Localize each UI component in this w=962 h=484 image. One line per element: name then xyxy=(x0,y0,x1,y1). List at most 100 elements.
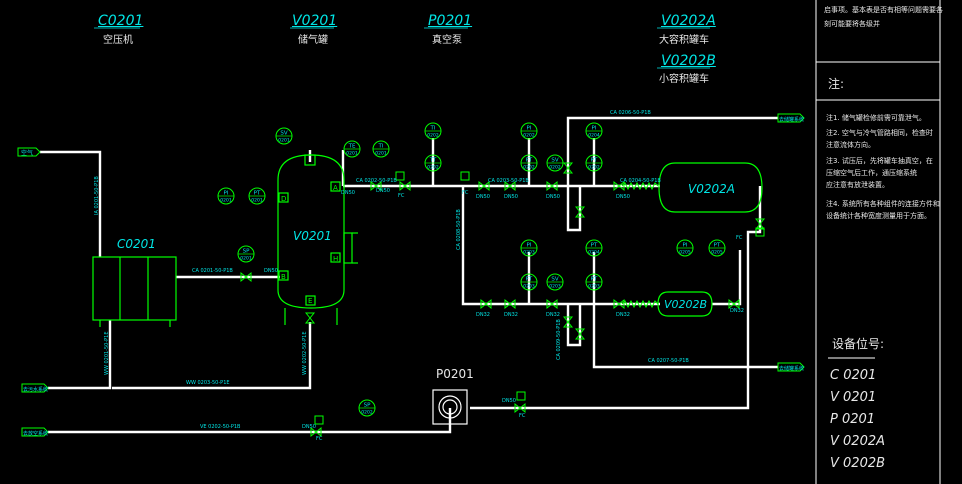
pipe-labels: CA 0201-50-P1B CA 0202-50-P1B CA 0203-50… xyxy=(94,110,689,430)
nozzle-d: D xyxy=(281,195,286,203)
valve-icon xyxy=(613,180,625,192)
valve-icon xyxy=(310,426,322,438)
instrument-number: 0201 xyxy=(375,151,387,157)
fc-label: FC xyxy=(519,413,526,419)
terminal-vent-out: 去放空系统 xyxy=(21,427,49,437)
valve-icon xyxy=(728,298,740,310)
dn-label: DN50 xyxy=(502,398,516,404)
dn-label: DN50 xyxy=(504,194,518,200)
control-valve-actuator-icon xyxy=(755,227,765,237)
instrument-number: 0202 xyxy=(523,165,535,171)
pipe-label-ww0203: WW 0203-50-P1E xyxy=(186,380,230,386)
p0201-header-tag: P0201 xyxy=(428,13,473,29)
pipe-label-ca0207: CA 0207-50-P1B xyxy=(648,358,689,364)
pipe-label-ca0201: CA 0201-50-P1B xyxy=(192,268,233,274)
instrument-number: 0203 xyxy=(523,284,535,290)
dn-label: DN50 xyxy=(546,194,560,200)
instrument-number: 0201 xyxy=(240,256,252,262)
pipe-label-ww0201: WW 0201-50-P1E xyxy=(104,331,110,375)
instrument-number: 0202 xyxy=(427,133,439,139)
p0201-header-name: 真空泵 xyxy=(432,35,462,46)
v0202a-header-name: 大容积罐车 xyxy=(659,35,709,46)
instrument-function: PT xyxy=(591,277,598,283)
svg-text:去污水系统: 去污水系统 xyxy=(23,386,48,393)
compressor-c0201 xyxy=(92,256,177,327)
compressor-label: C0201 xyxy=(117,237,156,251)
svg-text:去放空系统: 去放空系统 xyxy=(23,430,48,437)
equip-item-v0202a: V 0202A xyxy=(830,434,886,449)
nozzle-e: E xyxy=(308,297,312,305)
valve-icon xyxy=(574,328,586,340)
note-line-7: 注4. 系统所有各种组件的连接方件和 xyxy=(826,200,940,208)
side-top-note-1: 启事项。基本表是否有相等问题需要各 xyxy=(824,6,943,14)
instrument-function: SP xyxy=(243,249,250,255)
valve-icon xyxy=(613,298,625,310)
vacuum-pump-p0201 xyxy=(432,389,468,425)
valve-icon xyxy=(240,271,252,283)
instrument-number: 0203 xyxy=(523,250,535,256)
instrument-number: 0202 xyxy=(523,133,535,139)
pump-label: P0201 xyxy=(436,367,474,381)
control-valve-actuator-icon xyxy=(516,391,526,401)
terminals: 空气 去储罐系统 去储罐系统 去污水系统 去放空系统 xyxy=(17,113,805,437)
dn-label: DN50 xyxy=(476,194,490,200)
tanker-v0202a-label: V0202A xyxy=(688,182,735,196)
valve-icon xyxy=(304,312,316,324)
notes-title: 注: xyxy=(828,77,845,91)
dn-label: DN50 xyxy=(341,190,355,196)
valve-icon xyxy=(574,206,586,218)
valve-icon xyxy=(370,180,382,192)
dn-label: DN32 xyxy=(616,312,630,318)
instrument-number: 0204 xyxy=(588,250,600,256)
instrument-number: 0202 xyxy=(588,165,600,171)
note-line-6: 应注意有放泄装置。 xyxy=(826,181,889,189)
valve-icon xyxy=(562,162,574,174)
instrument-function: PI xyxy=(527,126,532,132)
valve-icon xyxy=(399,180,411,192)
instrument-function: FT xyxy=(526,277,533,283)
equip-item-v0202b: V 0202B xyxy=(830,456,886,471)
instrument-function: SV xyxy=(551,277,558,283)
note-line-3: 注意流体方向。 xyxy=(826,141,875,149)
instrument-function: PT xyxy=(591,243,598,249)
instrument-function: PI xyxy=(683,243,688,249)
tanker-v0202b xyxy=(657,291,713,317)
dn-label: DN32 xyxy=(546,312,560,318)
instrument-function: FT xyxy=(526,158,533,164)
dn-label: DN50 xyxy=(302,424,316,430)
nozzle-h: H xyxy=(333,255,338,263)
dn-label: DN32 xyxy=(730,308,744,314)
instrument-number: 0202 xyxy=(427,165,439,171)
valve-icon xyxy=(546,180,558,192)
fc-label: FC xyxy=(316,436,323,442)
instrument-function: SV xyxy=(551,158,558,164)
instrument-function: TT xyxy=(429,158,437,164)
small-labels: DN50 DN50 DN50 DN50 DN50 DN50 DN50 DN32 … xyxy=(264,188,744,442)
tanker-v0202b-label: V0202B xyxy=(664,298,707,311)
instrument-function: PT xyxy=(591,158,598,164)
header-underlines xyxy=(94,27,710,69)
note-line-2: 注2. 空气与冷气管路相同，检查时 xyxy=(826,129,933,137)
pipe-label-ca0202: CA 0202-50-P1B xyxy=(356,178,397,184)
nozzle-a: A xyxy=(333,184,338,192)
dn-label: DN50 xyxy=(264,268,278,274)
svg-text:去储罐系统: 去储罐系统 xyxy=(779,365,804,372)
pipe-label-ia0201: IA 0201-50-P1B xyxy=(94,176,100,215)
instrument-function: PT xyxy=(714,243,721,249)
instrument-number: 0205 xyxy=(679,250,691,256)
nozzle-b: B xyxy=(281,273,286,281)
pipe-label-ww0202: WW 0202-50-P1E xyxy=(302,331,308,375)
dn-label: DN32 xyxy=(504,312,518,318)
equip-item-c0201: C 0201 xyxy=(830,368,877,383)
